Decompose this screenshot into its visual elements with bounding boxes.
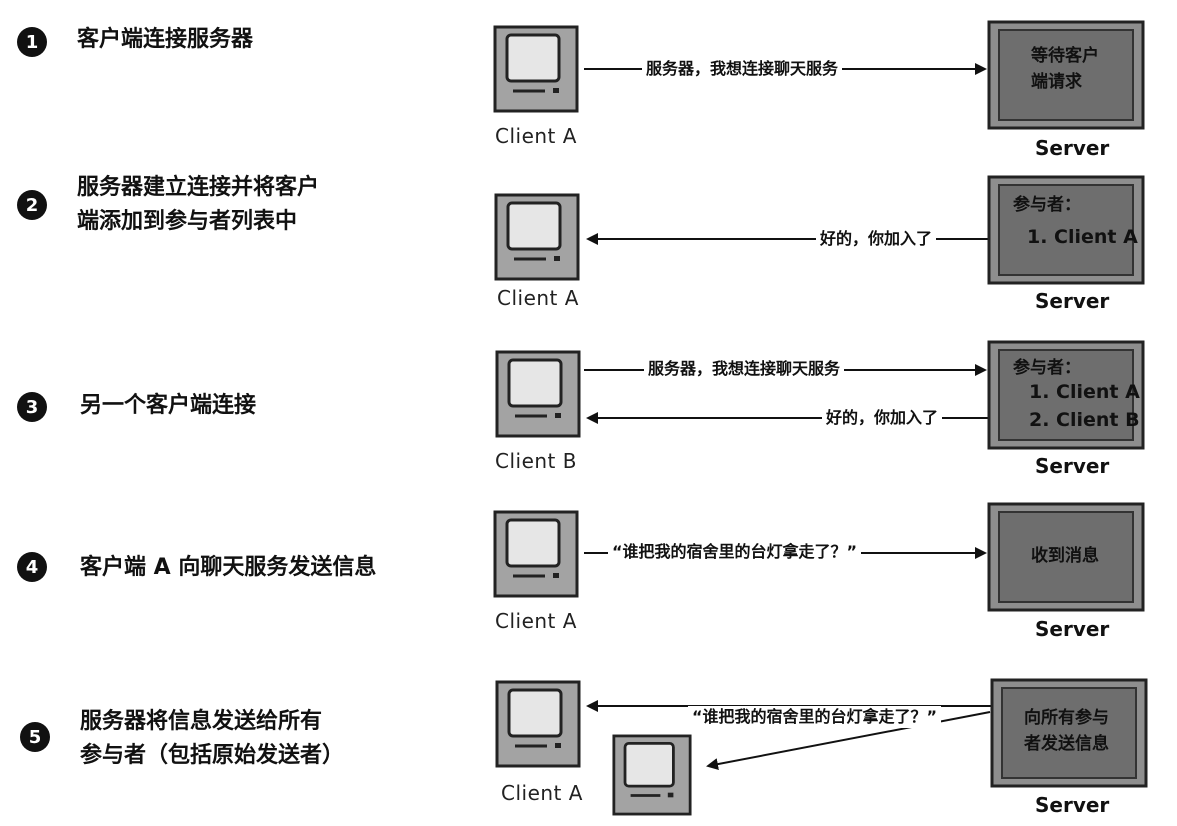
server-box: 收到消息 [987, 502, 1145, 612]
step-1-text: 客户端连接服务器 [77, 27, 254, 52]
client-label: Client A [495, 609, 577, 633]
participants-title: 参与者： [1013, 195, 1081, 215]
server-text-line2: 者发送信息 [1024, 734, 1109, 754]
server-text-line1: 等待客户 [1031, 46, 1099, 66]
client-label: Client A [501, 781, 583, 805]
step-2-text-line1: 服务器建立连接并将客户 [77, 175, 320, 200]
participant-item: 1. Client A [1027, 226, 1138, 248]
server-box: 向所有参与 者发送信息 [990, 678, 1148, 788]
server-text-line1: 向所有参与 [1024, 708, 1109, 728]
step-3-number: 3 [17, 392, 47, 422]
computer-icon [493, 25, 579, 113]
computer-icon [495, 680, 581, 768]
message-joined-reply: 好的，你加入了 [816, 228, 937, 250]
step-1-number: 1 [17, 27, 47, 57]
server-label: Server [1035, 617, 1110, 641]
participant-item: 2. Client B [1029, 409, 1140, 431]
message-connect-request: 服务器，我想连接聊天服务 [644, 358, 845, 380]
server-text-line2: 端请求 [1031, 72, 1082, 92]
step-2-number: 2 [17, 190, 47, 220]
computer-icon [495, 350, 581, 438]
participants-title: 参与者： [1013, 358, 1081, 378]
client-label: Client B [495, 449, 577, 473]
step-3-text: 另一个客户端连接 [80, 393, 257, 418]
message-joined-reply: 好的，你加入了 [822, 407, 943, 429]
server-box: 等待客户 端请求 [987, 20, 1145, 130]
server-label: Server [1035, 289, 1110, 313]
arrow-5-to-client-b [706, 711, 991, 771]
step-4-text: 客户端 A 向聊天服务发送信息 [80, 555, 377, 580]
computer-icon [612, 732, 692, 818]
server-label: Server [1035, 454, 1110, 478]
step-5-text-line1: 服务器将信息发送给所有 [80, 709, 323, 734]
server-box: 参与者： 1. Client A [987, 175, 1145, 285]
step-4-number: 4 [17, 552, 47, 582]
computer-icon [493, 510, 579, 598]
client-label: Client A [495, 124, 577, 148]
server-text-line1: 收到消息 [1031, 546, 1099, 566]
participant-item: 1. Client A [1029, 381, 1140, 403]
client-label: Client A [497, 286, 579, 310]
step-5-number: 5 [20, 722, 50, 752]
server-box: 参与者： 1. Client A 2. Client B [987, 340, 1145, 450]
message-chat: “谁把我的宿舍里的台灯拿走了？” [608, 541, 862, 563]
server-label: Server [1035, 136, 1110, 160]
server-label: Server [1035, 793, 1110, 817]
message-chat: “谁把我的宿舍里的台灯拿走了？” [688, 706, 942, 728]
message-connect-request: 服务器，我想连接聊天服务 [642, 58, 843, 80]
step-5-text-line2: 参与者（包括原始发送者） [80, 743, 345, 768]
step-2-text-line2: 端添加到参与者列表中 [77, 209, 298, 234]
computer-icon [494, 193, 580, 281]
